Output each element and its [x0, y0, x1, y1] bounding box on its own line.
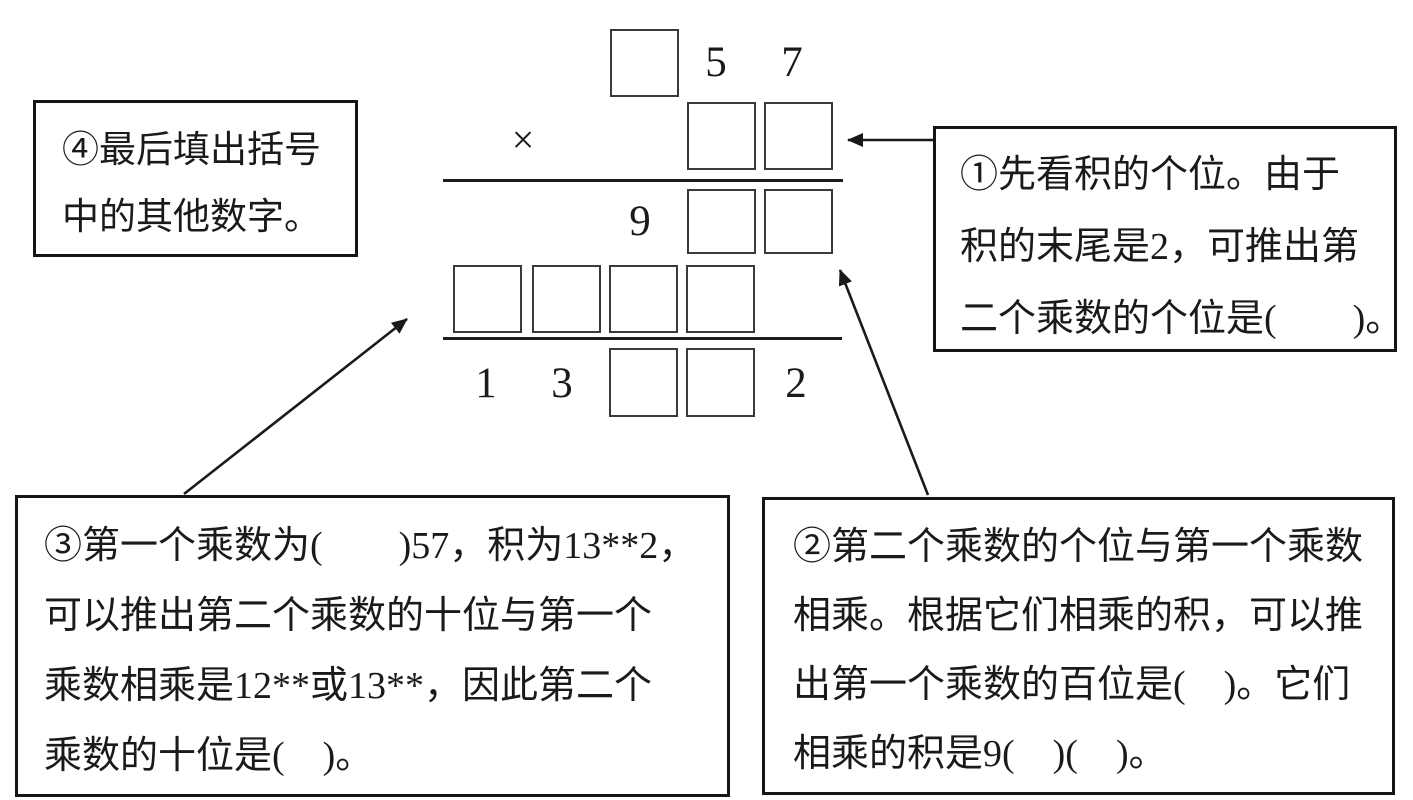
callout-step3: ③第一个乘数为( )57，积为13**2， 可以推出第二个乘数的十位与第一个 乘… [15, 495, 730, 797]
blank-box-product-hundreds [609, 348, 678, 417]
callout-step4: ④最后填出括号 中的其他数字。 [33, 100, 358, 257]
callout-step1-line2: 积的末尾是2，可推出第 [960, 226, 1360, 268]
arrow-callout2-to-pp1-icon [838, 269, 930, 496]
digit-product-thousands: 3 [551, 360, 573, 407]
rule-line-1 [443, 179, 843, 182]
blank-box-multiplier-ones [764, 102, 833, 170]
multiply-sign: × [511, 117, 535, 162]
blank-box-pp2-ones [686, 265, 755, 333]
callout-step4-line2: 中的其他数字。 [62, 197, 321, 238]
digit-multiplicand-ones: 7 [781, 39, 803, 86]
callout-step3-line3: 乘数相乘是12**或13**，因此第二个 [44, 665, 653, 707]
callout-step2: ②第二个乘数的个位与第一个乘数 相乘。根据它们相乘的积，可以推 出第一个乘数的百… [762, 497, 1395, 795]
blank-box-product-tens [686, 348, 755, 417]
arrow-callout3-to-pp2-icon [183, 317, 408, 496]
callout-step1-line1: ①先看积的个位。由于 [960, 154, 1341, 196]
digit-product-ten-thousands: 1 [475, 360, 497, 407]
blank-box-multiplier-tens [687, 102, 756, 170]
callout-step2-line2: 相乘。根据它们相乘的积，可以推 [793, 595, 1364, 637]
blank-box-pp2-tens [609, 265, 678, 333]
blank-box-pp1-tens [687, 189, 756, 254]
digit-pp1-hundreds: 9 [629, 198, 651, 245]
blank-box-multiplicand-hundreds [610, 29, 679, 97]
blank-box-pp2-hundreds [532, 265, 601, 333]
callout-step3-line4: 乘数的十位是( )。 [44, 735, 374, 777]
callout-step3-line1: ③第一个乘数为( )57，积为13**2， [44, 525, 697, 567]
callout-step2-line3: 出第一个乘数的百位是( )。它们 [793, 664, 1351, 706]
blank-box-pp2-thousands [453, 265, 522, 333]
callout-step4-line1: ④最后填出括号 [62, 130, 321, 171]
digit-multiplicand-tens: 5 [705, 39, 727, 86]
callout-step1: ①先看积的个位。由于 积的末尾是2，可推出第 二个乘数的个位是( )。 [933, 126, 1404, 352]
rule-line-2 [443, 337, 842, 340]
callout-step2-line4: 相乘的积是9( )( )。 [793, 733, 1167, 775]
digit-product-ones: 2 [785, 360, 807, 407]
callout-step2-line1: ②第二个乘数的个位与第一个乘数 [793, 526, 1364, 568]
blank-box-pp1-ones [764, 189, 833, 254]
callout-step1-line3: 二个乘数的个位是( )。 [960, 298, 1404, 340]
callout-step3-line2: 可以推出第二个乘数的十位与第一个 [44, 595, 653, 637]
